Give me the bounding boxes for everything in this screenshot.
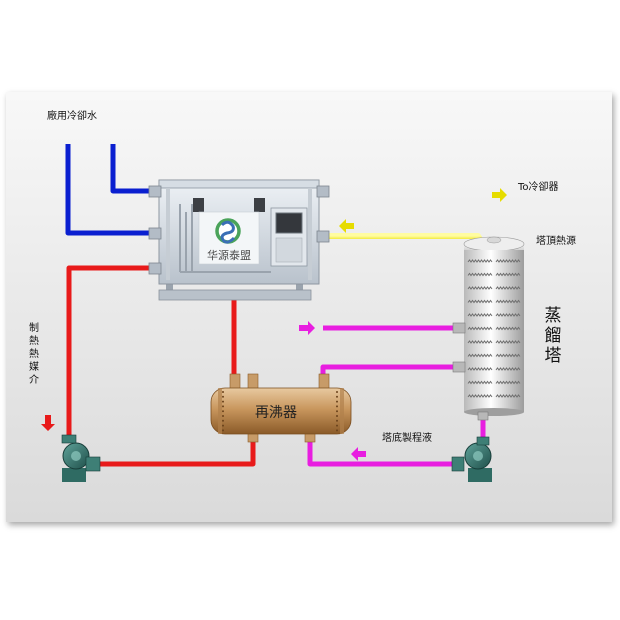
- flange-bolt: [222, 410, 224, 413]
- tray-mark: [467, 394, 493, 398]
- arrow-down-icon: [41, 415, 55, 431]
- tower-tray-marks: [467, 259, 521, 398]
- tray-mark: [467, 272, 493, 277]
- flange-bolt: [222, 391, 224, 393]
- flange-bolt: [222, 395, 224, 398]
- tray-mark: [495, 380, 521, 385]
- tray-mark: [495, 353, 521, 358]
- heating-medium-pipes: [66, 265, 256, 467]
- brand-label: 华源泰盟: [207, 248, 251, 262]
- tray-mark: [495, 259, 521, 263]
- flange-bolt: [336, 391, 338, 393]
- tray-mark: [467, 380, 493, 385]
- flange-bolt: [336, 415, 338, 417]
- tray-mark: [495, 313, 521, 317]
- tray-mark: [495, 299, 521, 304]
- reboiler-flange-bolts: [222, 391, 338, 432]
- tray-mark: [467, 340, 493, 344]
- cooling-water-pipes: [65, 144, 152, 236]
- tray-mark: [467, 326, 493, 331]
- flange-bolt: [336, 405, 338, 408]
- flange-bolt: [222, 415, 224, 417]
- flange-bolt: [336, 424, 338, 427]
- flange-bolt: [336, 429, 338, 432]
- tray-mark: [495, 367, 521, 371]
- heat-pump-unit: [148, 179, 330, 301]
- pump-icon: [451, 436, 492, 482]
- flange-bolt: [336, 395, 338, 398]
- tray-mark: [495, 394, 521, 398]
- to-cooler-label: To冷卻器: [518, 182, 559, 193]
- tower-bottom-liquid-label: 塔底製程液: [382, 433, 432, 444]
- distillation-tower: [452, 236, 525, 421]
- flange-bolt: [222, 405, 224, 408]
- arrow-left-icon: [351, 447, 366, 461]
- flange-bolt: [222, 424, 224, 427]
- flange-bolt: [222, 400, 224, 403]
- pump-icon: [61, 434, 101, 482]
- reboiler: [210, 373, 352, 443]
- arrow-left-icon: [339, 219, 354, 233]
- logo-icon: [215, 218, 241, 244]
- tray-mark: [467, 353, 493, 358]
- heating-medium-label: 制熱熱媒介: [29, 323, 39, 386]
- tray-mark: [467, 313, 493, 317]
- arrow-right-icon: [299, 321, 315, 335]
- tower-top-heat-label: 塔頂熱源: [536, 236, 576, 247]
- tray-mark: [467, 259, 493, 263]
- flange-bolt: [336, 419, 338, 422]
- tray-mark: [467, 367, 493, 371]
- tray-mark: [495, 326, 521, 331]
- tray-mark: [467, 286, 493, 290]
- tray-mark: [495, 286, 521, 290]
- tray-mark: [495, 272, 521, 277]
- flange-bolt: [222, 419, 224, 422]
- flange-bolt: [336, 400, 338, 403]
- distillation-tower-title: 蒸餾塔: [544, 306, 562, 366]
- tray-mark: [495, 340, 521, 344]
- tray-mark: [467, 299, 493, 304]
- arrow-right-icon: [492, 188, 507, 202]
- flange-bolt: [222, 429, 224, 432]
- plant-cooling-water-label: 廠用冷卻水: [47, 111, 97, 122]
- process-diagram-panel: 华源泰盟 再沸器: [6, 92, 612, 522]
- reboiler-label: 再沸器: [255, 405, 297, 421]
- flange-bolt: [336, 410, 338, 413]
